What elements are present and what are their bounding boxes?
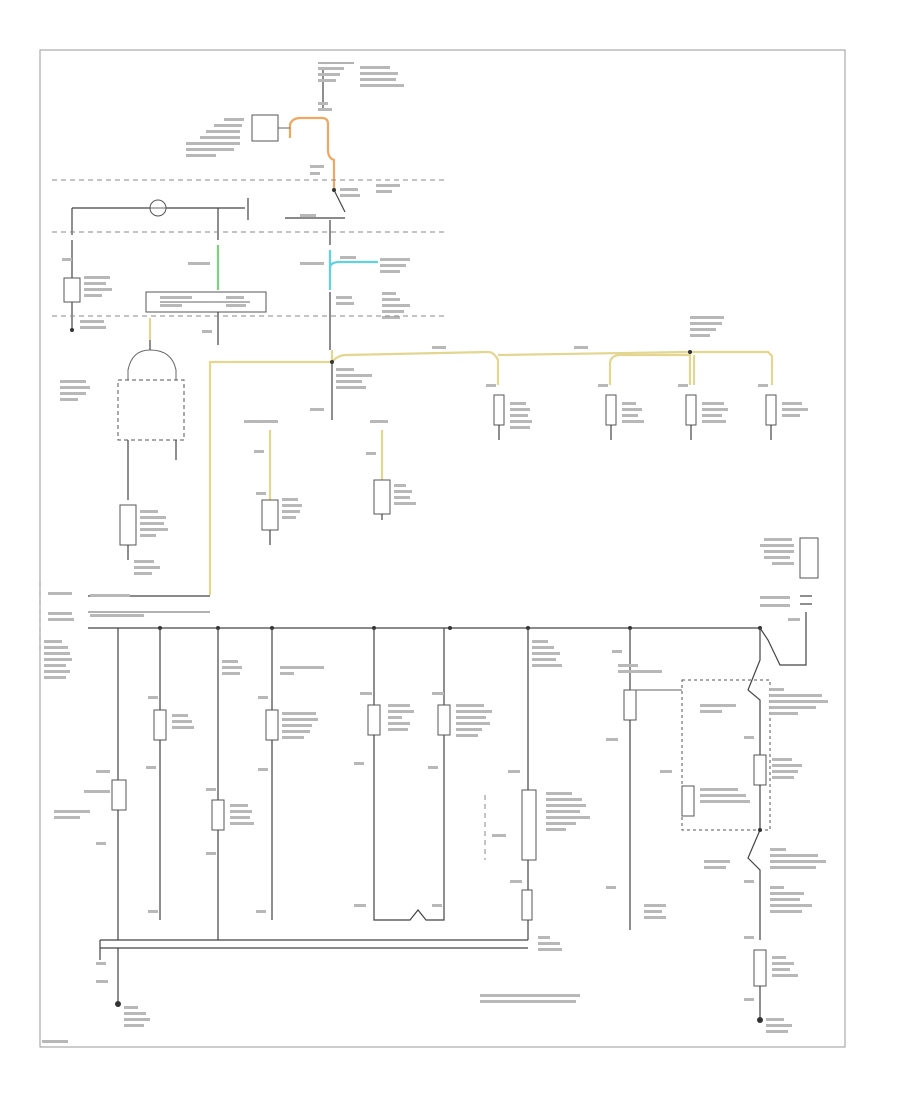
switch-group-right xyxy=(486,384,808,440)
right-connector xyxy=(759,537,819,666)
left-component-stack xyxy=(60,318,185,575)
bottom-ground-bus xyxy=(42,939,580,1043)
cyan-wire xyxy=(328,250,378,269)
relay-box xyxy=(251,114,279,142)
right-relay-cluster xyxy=(660,628,828,1033)
cyan-wire-fuse xyxy=(300,250,410,350)
left-fuse-block xyxy=(62,240,112,332)
lower-branches xyxy=(54,628,701,951)
green-wire-fuse xyxy=(145,245,267,345)
yellow-main-bus xyxy=(208,316,774,595)
yellow-wire-right xyxy=(497,350,774,385)
middle-bus xyxy=(39,582,762,679)
switch-row xyxy=(71,184,400,245)
yellow-wire-main xyxy=(208,350,500,595)
yellow-wire-branch xyxy=(608,353,696,385)
orange-feed-wire xyxy=(288,116,336,190)
diagram-border xyxy=(39,49,846,1048)
top-power-feed xyxy=(186,62,404,190)
center-modules xyxy=(244,420,416,545)
